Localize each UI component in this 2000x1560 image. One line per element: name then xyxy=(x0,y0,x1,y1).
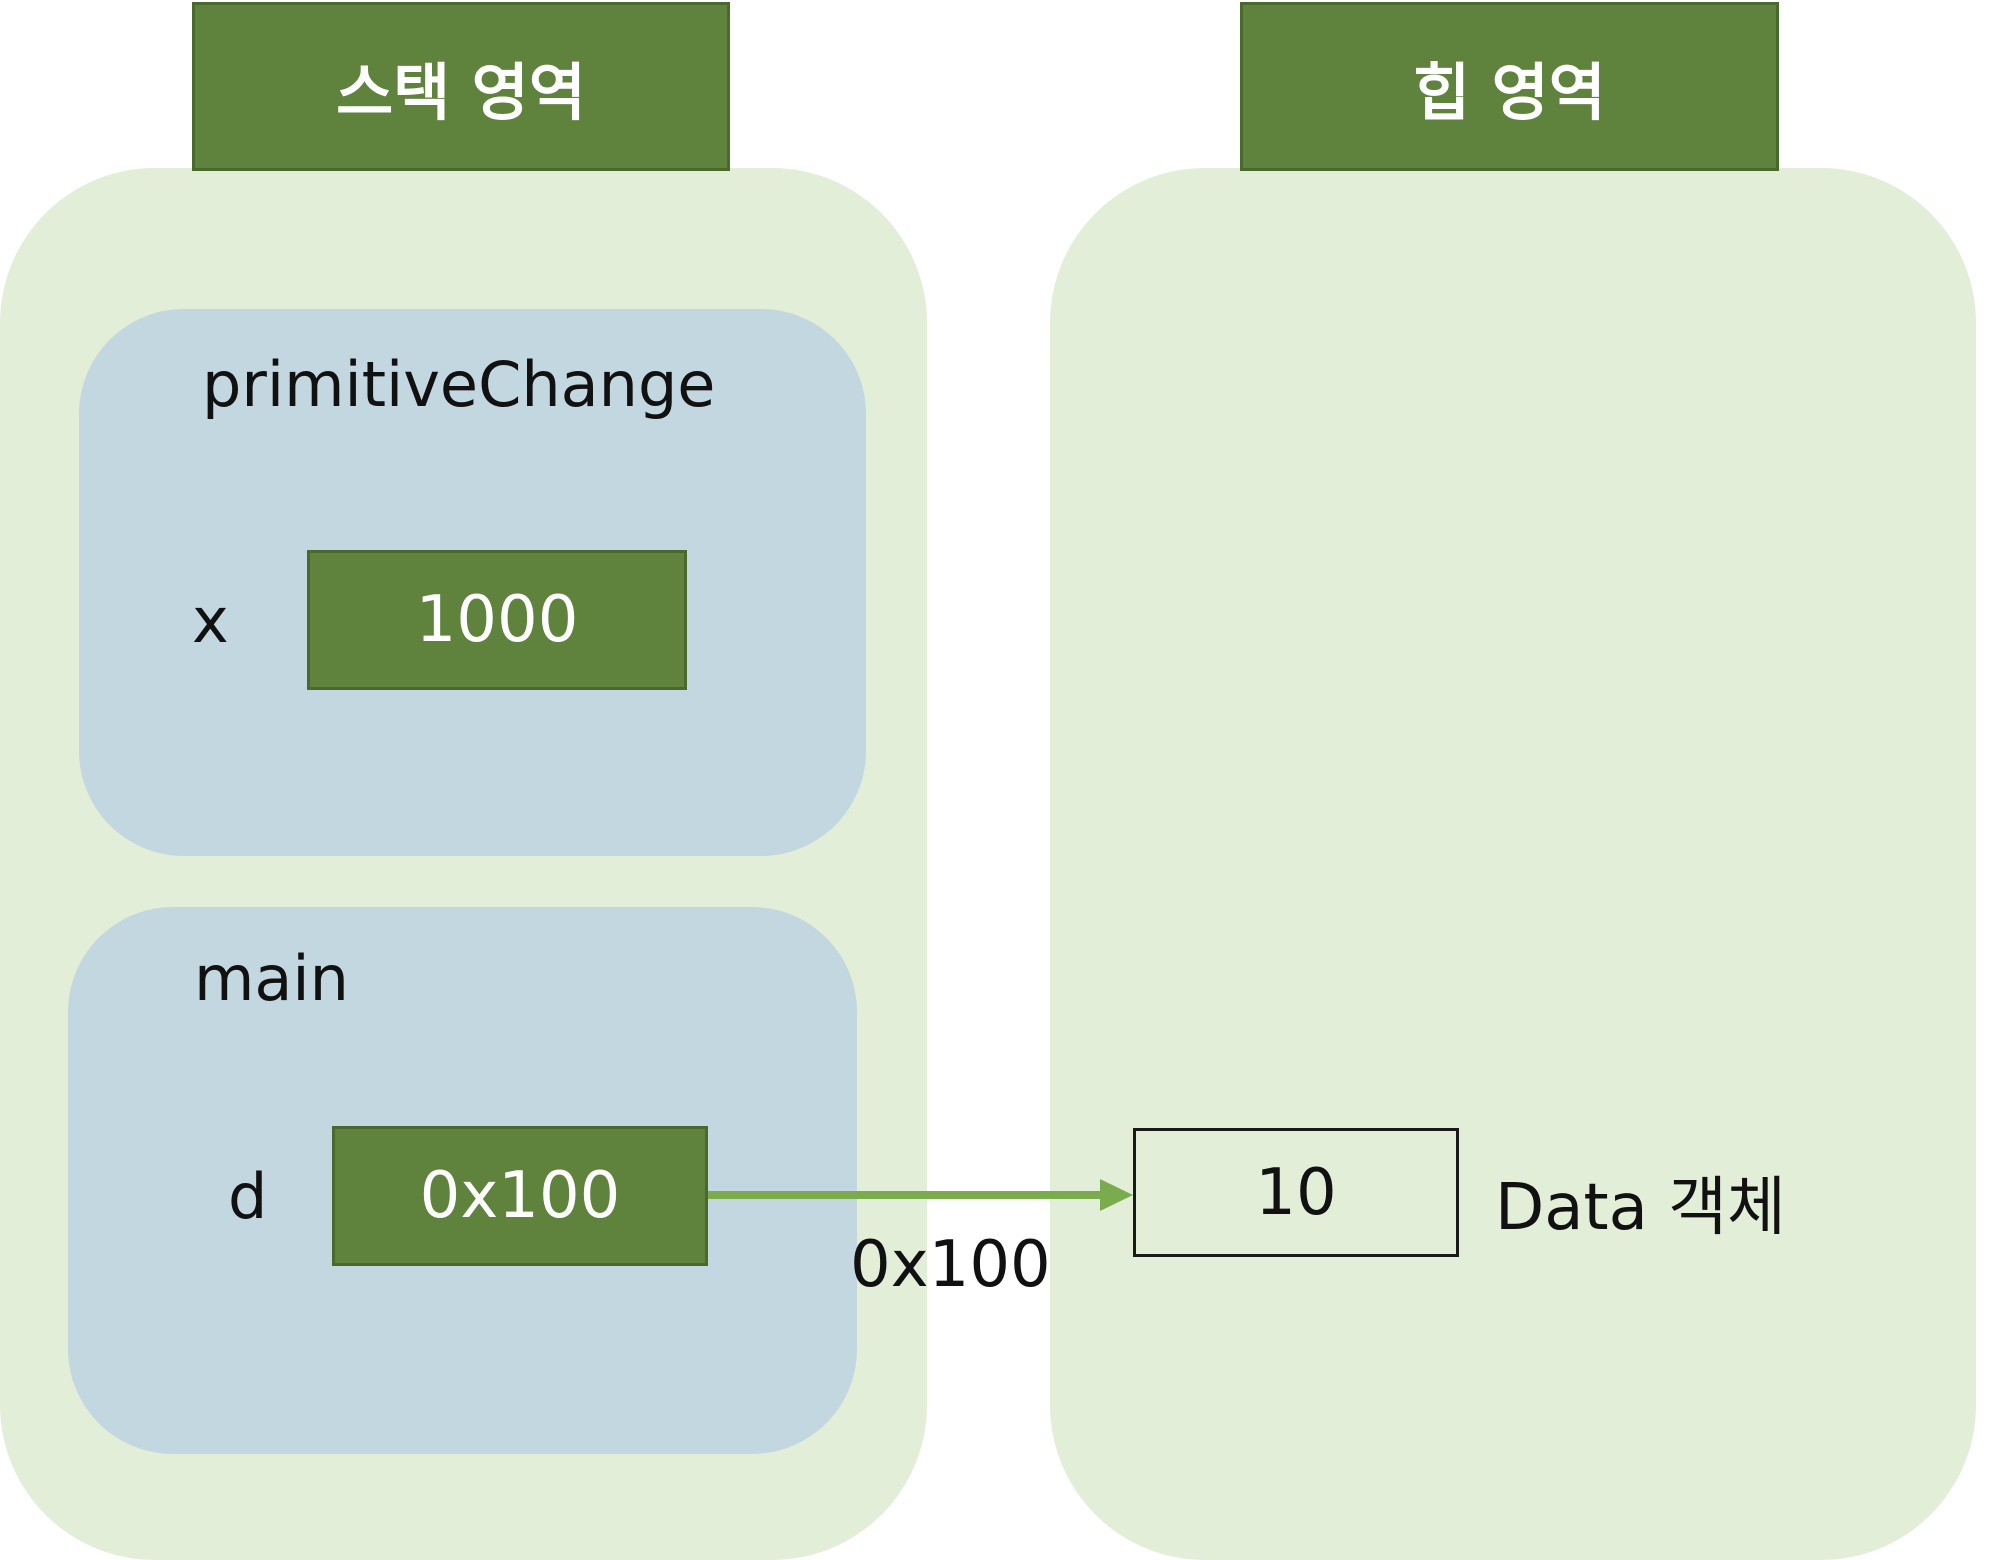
variable-name-x: x xyxy=(192,584,229,657)
stack-frame-title: main xyxy=(194,942,349,1015)
stack-region-header: 스택 영역 xyxy=(192,2,730,171)
heap-object-label: Data 객체 xyxy=(1495,1171,1786,1245)
heap-object-box: 10 xyxy=(1133,1128,1459,1257)
reference-arrow-head xyxy=(1100,1179,1133,1211)
variable-value-x: 1000 xyxy=(307,550,687,690)
variable-value-d: 0x100 xyxy=(332,1126,708,1266)
variable-name-d: d xyxy=(228,1160,268,1233)
reference-address-label: 0x100 xyxy=(850,1228,1051,1302)
heap-region-header: 힙 영역 xyxy=(1240,2,1779,171)
stack-frame-title: primitiveChange xyxy=(202,348,716,421)
heap-region xyxy=(1050,168,1976,1560)
